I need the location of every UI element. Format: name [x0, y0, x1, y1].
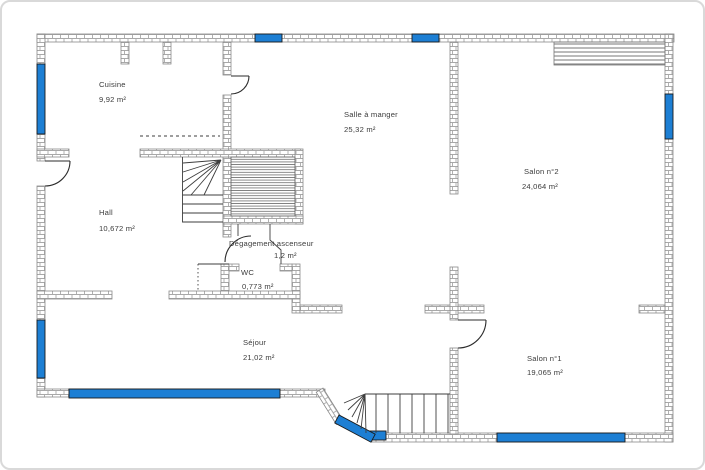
wall-cuisine-right — [222, 94, 232, 158]
window — [411, 33, 440, 43]
wall-center-vertical — [449, 266, 459, 321]
wall-left — [36, 33, 46, 65]
wall-wc-right — [291, 263, 301, 314]
room-label-wc: WC 0,773 m² — [241, 268, 274, 291]
walls — [36, 33, 675, 443]
room-label-salon-2: Salon n°2 24,064 m² — [522, 167, 559, 191]
room-name: Hall — [99, 208, 113, 217]
window — [496, 432, 626, 443]
room-name: Dégagement ascenseur — [229, 239, 314, 248]
room-label-salle-a-manger: Salle à manger 25,32 m² — [344, 110, 398, 134]
window — [254, 33, 283, 43]
wall-stub — [120, 41, 130, 65]
room-name: Cuisine — [99, 80, 126, 89]
doors — [44, 75, 487, 349]
room-name: Salle à manger — [344, 110, 398, 119]
wall-left — [36, 185, 46, 321]
room-name: Salon n°1 — [527, 354, 562, 363]
wall-hall-bottom — [36, 290, 113, 300]
room-area: 21,02 m² — [243, 353, 275, 362]
room-area: 1,2 m² — [274, 251, 297, 260]
wall-cuisine-right — [222, 41, 232, 76]
window — [36, 63, 46, 135]
room-area: 24,064 m² — [522, 182, 558, 191]
wall-stub — [162, 41, 172, 65]
entrance-door — [44, 160, 71, 187]
elevator-shaft — [230, 156, 296, 217]
wall-center-vertical — [449, 347, 459, 435]
window — [664, 93, 674, 140]
room-area: 0,773 m² — [242, 282, 274, 291]
wall-center-vertical — [449, 41, 459, 195]
degagement-door — [224, 235, 252, 263]
room-label-salon-1: Salon n°1 19,065 m² — [527, 354, 563, 377]
room-label-cuisine: Cuisine 9,92 m² — [99, 80, 126, 104]
window — [36, 319, 46, 379]
room-label-degagement: Dégagement ascenseur 1,2 m² — [229, 239, 314, 260]
wall-middle — [299, 304, 343, 314]
wall-cuisine-bottom — [139, 148, 301, 158]
partition-lines — [140, 135, 282, 291]
wall-stair-divider — [222, 156, 232, 238]
wall-right — [664, 33, 674, 95]
exterior-stairs — [343, 393, 450, 434]
salon1-door — [457, 319, 487, 349]
degagement-line — [269, 224, 282, 264]
wall-elevator — [222, 215, 304, 225]
room-label-sejour: Séjour 21,02 m² — [243, 338, 275, 362]
room-name: Salon n°2 — [524, 167, 559, 176]
window — [68, 388, 281, 399]
interior-stairs — [182, 157, 223, 223]
wall-wc-top — [228, 263, 240, 272]
wall-hall-bottom — [168, 290, 301, 300]
room-name: Séjour — [243, 338, 266, 347]
wall-right — [664, 138, 674, 443]
room-label-hall: Hall 10,672 m² — [99, 208, 135, 233]
windows — [36, 33, 674, 443]
wall-top — [36, 33, 675, 43]
wall-elevator — [294, 148, 304, 225]
room-labels: Cuisine 9,92 m² Salle à manger 25,32 m² … — [99, 80, 563, 377]
window-diagonal — [334, 414, 376, 443]
wall-cuisine-bottom — [36, 148, 70, 158]
room-name: WC — [241, 268, 254, 277]
room-area: 25,32 m² — [344, 125, 376, 134]
room-area: 9,92 m² — [99, 95, 126, 104]
room-area: 19,065 m² — [527, 368, 563, 377]
wall-wc-top — [279, 263, 293, 272]
striped-area — [553, 41, 666, 66]
wall-wc-left — [220, 263, 230, 292]
room-area: 10,672 m² — [99, 224, 135, 233]
wall-middle — [638, 304, 666, 314]
kitchen-door — [230, 75, 250, 95]
